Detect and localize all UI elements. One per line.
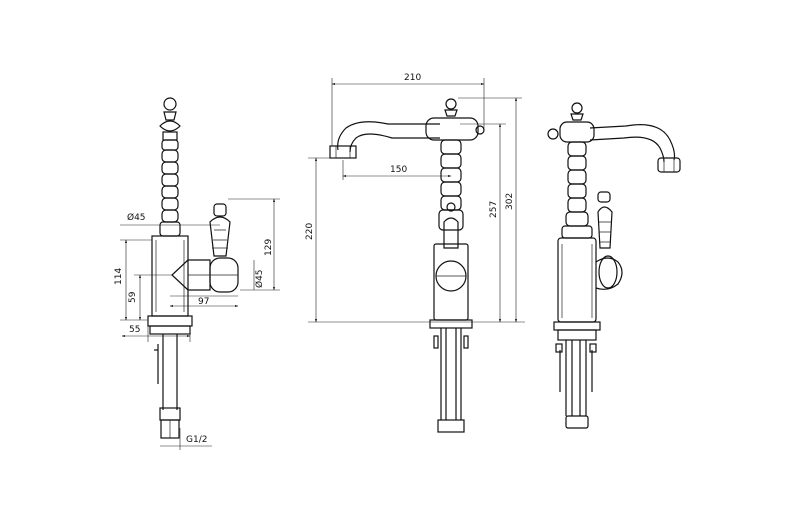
dim-body-height: 114 xyxy=(114,268,124,285)
dim-spout-reach: 210 xyxy=(404,73,421,83)
dim-base-width: 55 xyxy=(129,325,140,335)
side-view: Ø45 129 Ø45 114 59 97 55 G1/2 xyxy=(114,97,280,450)
front-view: 210 150 220 257 302 xyxy=(305,73,525,433)
dim-thread: G1/2 xyxy=(186,435,207,445)
dim-handle-axis-height: 59 xyxy=(128,291,138,303)
dim-body-top-height: 257 xyxy=(489,201,499,218)
dim-handle-diameter: Ø45 xyxy=(254,269,265,288)
dim-spout-height: 220 xyxy=(305,223,315,240)
dim-spout-projection: 150 xyxy=(390,165,407,175)
perspective-view xyxy=(547,102,681,429)
dim-handle-reach: 97 xyxy=(198,297,209,307)
dim-handle-height: 129 xyxy=(264,239,274,256)
dim-total-height: 302 xyxy=(505,193,515,210)
dim-body-diameter: Ø45 xyxy=(127,212,146,223)
